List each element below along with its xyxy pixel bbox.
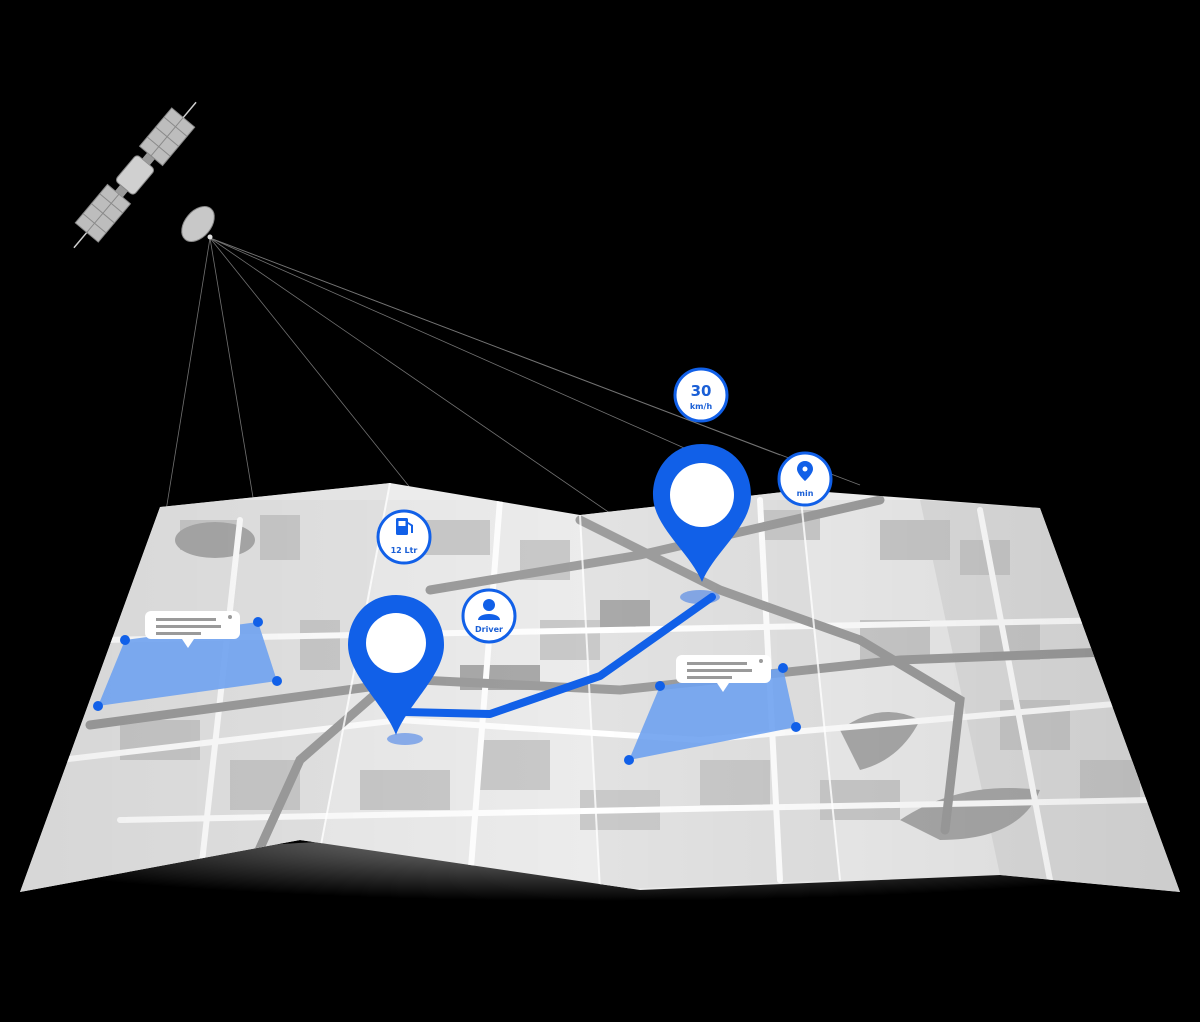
time-label: min — [797, 489, 814, 498]
destination-marker[interactable] — [653, 444, 751, 604]
speed-value: 30 — [691, 382, 712, 400]
fuel-label: 12 Ltr — [391, 546, 418, 555]
driver-badge[interactable]: Driver — [461, 588, 517, 644]
satellite-dish — [181, 206, 215, 242]
satellite-beams — [149, 237, 861, 611]
fuel-badge[interactable]: 12 Ltr — [376, 509, 432, 565]
satellite-icon — [73, 101, 197, 249]
driver-label: Driver — [475, 625, 503, 634]
time-badge[interactable]: min — [777, 451, 833, 507]
speed-badge[interactable]: 30 km/h — [673, 367, 729, 423]
route-line — [401, 593, 716, 718]
person-icon — [478, 599, 500, 620]
speed-unit: km/h — [690, 402, 713, 411]
geofence-right[interactable] — [624, 663, 801, 765]
location-pin-icon — [797, 461, 813, 481]
geofence-right-callout — [676, 655, 771, 692]
fuel-pump-icon — [396, 518, 413, 535]
origin-marker[interactable] — [348, 595, 444, 745]
folded-map — [20, 483, 1180, 892]
geofence-left[interactable] — [93, 617, 282, 711]
geofence-left-callout — [145, 611, 240, 648]
